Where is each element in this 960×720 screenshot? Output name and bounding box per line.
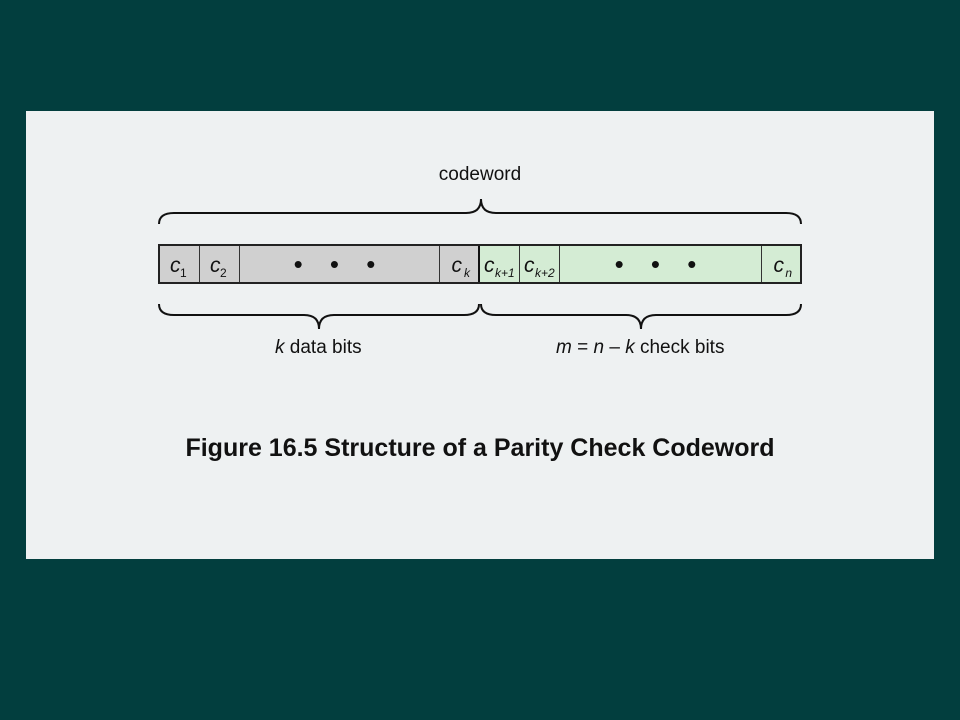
bit-cell-data-ellipsis: • • • xyxy=(240,246,440,282)
braces-layer xyxy=(158,198,802,330)
bit-subscript: n xyxy=(785,266,792,280)
minus-sign: – xyxy=(604,337,626,358)
bit-symbol: c xyxy=(484,254,495,277)
data-bits-brace xyxy=(158,303,480,330)
bit-cell-ck2: c k+2 xyxy=(520,246,560,282)
codeword-label: codeword xyxy=(438,164,522,185)
figure-title: Figure 16.5 Structure of a Parity Check … xyxy=(185,434,775,462)
codeword-brace xyxy=(158,198,802,225)
bit-symbol: c xyxy=(773,254,785,277)
m-variable: m xyxy=(556,337,572,358)
bit-cell-ck: c k xyxy=(440,246,480,282)
ellipsis-dots: • • • xyxy=(293,249,386,279)
figure-panel: codeword c 1 c 2 • • • c k c k+1 c k+2 •… xyxy=(26,111,934,559)
bit-symbol: c xyxy=(451,254,463,277)
n-variable: n xyxy=(593,337,605,358)
k-variable: k xyxy=(625,337,635,358)
data-bits-text: data bits xyxy=(284,337,362,358)
check-bits-text: check bits xyxy=(634,337,725,358)
k-variable: k xyxy=(275,337,285,358)
codeword-bit-row: c 1 c 2 • • • c k c k+1 c k+2 • • • c n xyxy=(158,244,802,284)
check-bits-label: m = n – k check bits xyxy=(556,337,724,359)
bit-cell-check-ellipsis: • • • xyxy=(560,246,762,282)
bit-subscript: 1 xyxy=(180,266,187,280)
ellipsis-dots: • • • xyxy=(614,249,707,279)
bit-cell-cn: c n xyxy=(762,246,800,282)
check-bits-brace xyxy=(480,303,802,330)
bit-symbol: c xyxy=(210,254,221,277)
bit-cell-ck1: c k+1 xyxy=(480,246,520,282)
bit-subscript: k+2 xyxy=(535,266,555,280)
data-bits-label: k data bits xyxy=(275,337,362,359)
bit-symbol: c xyxy=(524,254,535,277)
equals-sign: = xyxy=(571,337,594,358)
bit-subscript: 2 xyxy=(220,266,227,280)
bit-subscript: k+1 xyxy=(495,266,515,280)
bit-cell-c1: c 1 xyxy=(160,246,200,282)
bit-symbol: c xyxy=(170,254,181,277)
bit-cell-c2: c 2 xyxy=(200,246,240,282)
bit-subscript: k xyxy=(464,266,470,280)
